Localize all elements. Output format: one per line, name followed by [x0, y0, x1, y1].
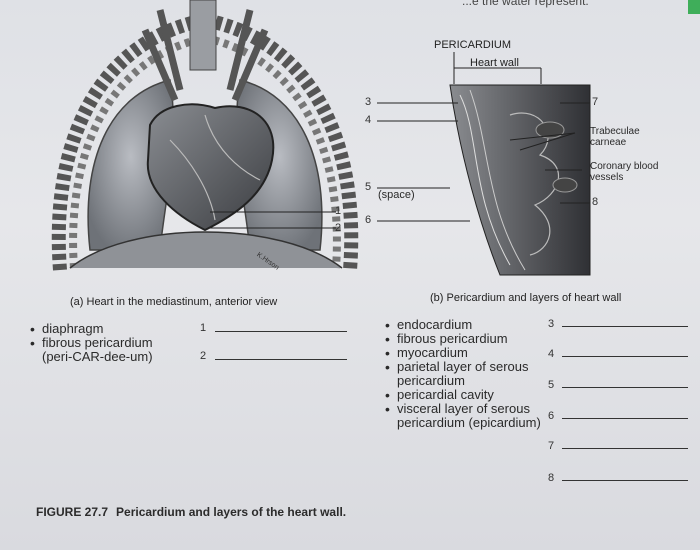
panel-b-label-7: 7: [592, 96, 599, 108]
term-parietal-layer: parietal layer of serous: [385, 360, 541, 375]
figure-number: FIGURE 27.7: [36, 505, 109, 519]
coronary-line-2: vessels: [590, 172, 624, 183]
panel-a-caption: (a) Heart in the mediastinum, anterior v…: [70, 296, 278, 308]
panel-b-label-6: 6: [365, 214, 372, 226]
panel-a-term-list: diaphragm fibrous pericardium (peri-CAR-…: [30, 322, 153, 364]
answer-number-5: 5: [548, 379, 555, 391]
term-visceral-layer: visceral layer of serous: [385, 402, 541, 417]
answer-number-6: 6: [548, 410, 555, 422]
answer-blank-7[interactable]: [562, 448, 688, 449]
coronary-line-1: Coronary blood: [590, 161, 659, 172]
pericardium-title: PERICARDIUM: [434, 39, 512, 51]
panel-a-label-2: 2: [335, 222, 342, 234]
panel-a-label-1: 1: [335, 205, 342, 217]
term-endocardium: endocardium: [385, 318, 541, 333]
answer-number-4: 4: [548, 348, 555, 360]
answer-blank-4[interactable]: [562, 356, 688, 357]
term-parietal-layer-cont: pericardium: [397, 373, 465, 388]
answer-number-7: 7: [548, 440, 555, 452]
term-diaphragm: diaphragm: [30, 322, 153, 337]
panel-b-caption: (b) Pericardium and layers of heart wall: [430, 292, 622, 304]
coronary-label: Coronary blood vessels: [590, 161, 658, 183]
corner-marker: [688, 0, 700, 14]
figure-caption: FIGURE 27.7 Pericardium and layers of the…: [36, 505, 354, 519]
answer-number-1: 1: [200, 322, 207, 334]
panel-b-label-3: 3: [365, 96, 372, 108]
answer-blank-5[interactable]: [562, 387, 688, 388]
panel-b-label-5: 5: [365, 181, 372, 193]
answer-blank-3[interactable]: [562, 326, 688, 327]
panel-b-term-list: endocardium fibrous pericardium myocardi…: [385, 318, 541, 430]
answer-number-2: 2: [200, 350, 207, 362]
term-pericardial-cavity: pericardial cavity: [385, 388, 541, 403]
term-pronunciation: (peri-CAR-dee-um): [42, 349, 153, 364]
answer-blank-2[interactable]: [215, 359, 347, 360]
term-fibrous-pericardium-b: fibrous pericardium: [385, 332, 541, 347]
answer-blank-8[interactable]: [562, 480, 688, 481]
figure-title: Pericardium and layers of the heart wall…: [116, 505, 347, 519]
panel-b-label-4: 4: [365, 114, 372, 126]
answer-blank-6[interactable]: [562, 418, 688, 419]
heart-wall-label: Heart wall: [470, 57, 519, 69]
space-label: (space): [378, 189, 415, 201]
panel-b-label-8: 8: [592, 196, 599, 208]
term-myocardium: myocardium: [385, 346, 541, 361]
answer-number-8: 8: [548, 472, 555, 484]
answer-blank-1[interactable]: [215, 331, 347, 332]
mediastinum-illustration: [40, 0, 370, 290]
trabeculae-label: Trabeculae carneae: [590, 126, 640, 148]
trabeculae-line-2: carneae: [590, 137, 627, 148]
pericardium-illustration: [440, 75, 600, 285]
term-visceral-layer-cont: pericardium (epicardium): [397, 415, 541, 430]
trabeculae-line-1: Trabeculae: [590, 126, 640, 137]
top-text-fragment: ...e the water represent.: [462, 0, 589, 8]
answer-number-3: 3: [548, 318, 555, 330]
term-fibrous-pericardium: fibrous pericardium: [30, 336, 153, 351]
